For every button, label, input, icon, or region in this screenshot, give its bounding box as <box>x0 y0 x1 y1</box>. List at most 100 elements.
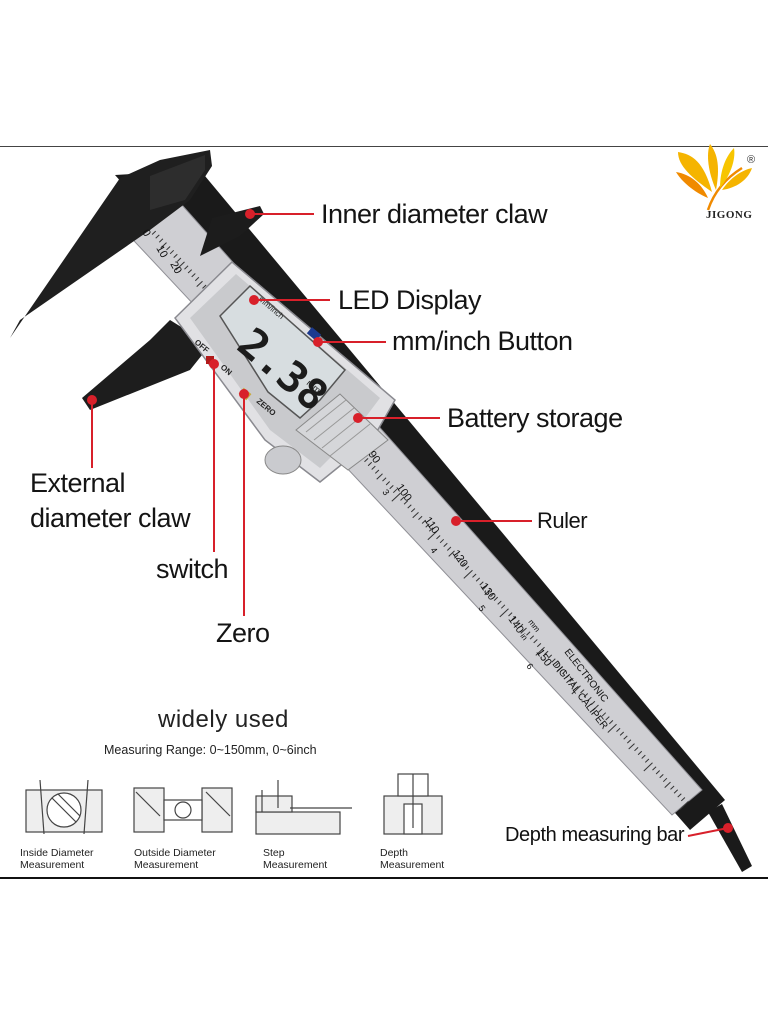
ruler-tick <box>463 569 473 579</box>
usage-caption-line: Inside Diameter <box>20 847 94 859</box>
ruler-tick <box>679 801 689 810</box>
ruler-tick <box>520 627 527 634</box>
ruler-tick <box>461 562 466 567</box>
usage-caption-line: Measurement <box>20 859 85 871</box>
ruler-tick <box>643 762 653 772</box>
ruler-tick <box>565 673 571 678</box>
ruler-tick <box>529 635 535 640</box>
mm-inch-button-label: mm/inch Button <box>392 326 573 356</box>
ruler-tick <box>500 604 506 609</box>
ruler-tick <box>151 230 157 235</box>
ruler-tick <box>619 731 625 736</box>
outside-diameter-icon <box>133 787 233 833</box>
ruler-tick <box>628 743 635 750</box>
ruler-tick <box>425 523 430 528</box>
inch-scale-number: 4 <box>428 545 439 555</box>
ruler-tick <box>598 708 603 713</box>
ruler-tick <box>601 712 607 717</box>
ruler-tick <box>155 234 160 239</box>
jaw-scale-number: 10 <box>153 244 170 261</box>
ruler-tick <box>518 623 524 628</box>
registered-mark: ® <box>747 154 756 166</box>
ruler-tick <box>448 550 455 557</box>
ruler-tick <box>443 542 448 547</box>
ruler-tick <box>385 481 391 486</box>
ruler-tick <box>673 789 679 794</box>
ruler-tick <box>427 531 437 541</box>
ruler-tick <box>428 527 434 532</box>
ruler-tick <box>184 265 189 270</box>
usage-caption-line: Measurement <box>380 859 445 871</box>
ruler-tick <box>644 758 650 763</box>
ruler-tick <box>169 249 175 255</box>
ruler-tick <box>475 577 481 582</box>
jaw-scale-number: 0 <box>139 228 152 239</box>
ruler-tick <box>572 681 578 686</box>
ruler-tick <box>641 754 646 759</box>
ruler-tick <box>194 276 200 282</box>
ruler-tick <box>376 473 383 480</box>
thumb-wheel <box>264 445 302 475</box>
ruler-tick <box>392 488 398 494</box>
ruler-tick <box>371 465 376 470</box>
ruler-tick <box>389 485 394 490</box>
ruler-tick <box>508 612 513 617</box>
ruler-tick <box>175 261 185 271</box>
ruler-tick <box>400 496 405 501</box>
ruler-tick <box>652 766 657 771</box>
ruler-tick <box>374 469 380 474</box>
ruler-tick <box>608 720 614 725</box>
ruler-tick <box>569 677 574 682</box>
ruler-tick <box>412 512 419 519</box>
ruler-tick <box>166 246 171 251</box>
ruler-tick <box>592 704 599 711</box>
lcd-screen <box>219 284 347 419</box>
external-claw-label-1: External <box>30 468 126 498</box>
depth-measuring-bar <box>708 804 752 872</box>
ruler-tick <box>196 280 203 287</box>
ruler-tick <box>680 797 686 802</box>
ruler-tick <box>554 662 560 667</box>
ruler-tick <box>583 693 589 698</box>
ruler-tick <box>484 589 491 596</box>
ruler-tick <box>515 619 520 625</box>
usage-caption-outside: Outside Diameter Measurement <box>134 847 216 871</box>
inch-scale-number: 3 <box>380 487 391 497</box>
ruler-tick <box>571 685 581 695</box>
ruler-tick <box>403 500 409 505</box>
usage-caption-line: Measurement <box>263 859 328 871</box>
ruler-tick <box>533 639 538 644</box>
ruler-tick <box>464 565 470 571</box>
ruler-tick <box>544 650 549 655</box>
ruler-tick <box>580 689 585 694</box>
usage-title: widely used <box>158 706 289 733</box>
ruler-tick <box>547 654 553 659</box>
ruler-tick <box>457 558 463 563</box>
depth-bar-leader <box>687 827 729 837</box>
ruler-tick <box>479 581 484 586</box>
ruler-tick <box>535 646 545 656</box>
usage-caption-line: Outside Diameter <box>134 847 216 859</box>
external-claw-label-2: diameter claw <box>30 503 191 533</box>
ruler-tick <box>664 781 671 788</box>
ruler-tick <box>607 723 617 733</box>
depth-bar-label: Depth measuring bar <box>505 824 685 846</box>
zero-label-callout: Zero <box>216 618 270 648</box>
ruler-tick <box>677 793 682 798</box>
ruler-tick <box>590 700 596 705</box>
ruler-tick <box>490 592 495 598</box>
ruler-tick <box>670 785 675 790</box>
depth-measurement-icon <box>383 773 443 835</box>
ruler-tick <box>556 666 563 673</box>
inch-scale-number: 5 <box>476 603 487 613</box>
ruler-tick <box>659 774 664 779</box>
ruler-tick <box>364 458 369 463</box>
inch-scale-number: 6 <box>524 661 535 671</box>
ruler-tick <box>454 554 459 559</box>
ruler-tick <box>176 257 182 262</box>
ruler-tick <box>637 750 643 756</box>
usage-caption-line: Measurement <box>134 859 199 871</box>
ruler-tick <box>391 492 401 502</box>
brand-name: JIGONG <box>706 209 753 221</box>
